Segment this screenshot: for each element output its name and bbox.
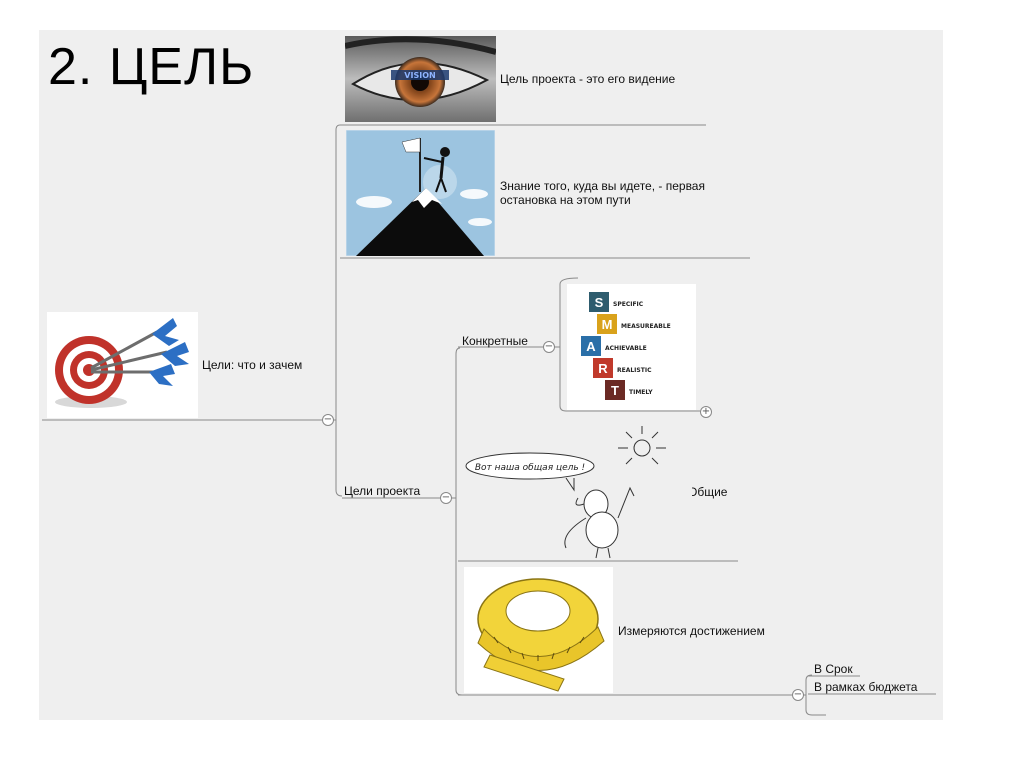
eye-image: VISION [345, 36, 496, 122]
smart-word: SPECIFIC [613, 301, 644, 308]
knowledge-label-line1[interactable]: Знание того, куда вы идете, - первая [500, 179, 705, 193]
main-trunk [335, 124, 343, 497]
smart-block-m: M MEASUREABLE [597, 314, 671, 334]
tape-measure-image [464, 567, 613, 693]
speech-bubble-text: Вот наша общая цель ! [475, 463, 585, 473]
on-time-label[interactable]: В Срок [814, 662, 853, 676]
smart-word: REALISTIC [617, 367, 652, 374]
vision-label[interactable]: Цель проекта - это его видение [500, 72, 676, 86]
smart-word: TIMELY [629, 389, 653, 396]
smart-block-r: R REALISTIC [593, 358, 652, 378]
target-darts-image [47, 312, 198, 418]
smart-word: ACHIEVABLE [605, 345, 647, 352]
mountain-climber-image [346, 130, 495, 256]
smart-letter: R [598, 361, 608, 376]
smart-letter: A [586, 339, 596, 354]
specific-label[interactable]: Конкретные [462, 334, 528, 348]
smart-block-a: A ACHIEVABLE [581, 336, 647, 356]
eye-vision-text: VISION [404, 71, 435, 80]
root-collapse-toggle[interactable]: − [322, 414, 334, 426]
root-label[interactable]: Цели: что и зачем [202, 358, 303, 372]
cartoon-bird-image: Вот наша общая цель ! [462, 418, 692, 560]
measured-collapse-toggle[interactable]: − [792, 689, 804, 701]
smart-expand-toggle[interactable]: + [700, 406, 712, 418]
smart-letter: M [602, 317, 613, 332]
smart-bracket [559, 277, 700, 412]
smart-letter: S [595, 295, 604, 310]
measured-label[interactable]: Измеряются достижением [618, 624, 765, 638]
smart-letter: T [611, 383, 619, 398]
smart-image: S SPECIFIC M MEASUREABLE A ACHIEVABLE R REALIST… [567, 284, 696, 410]
project-goals-collapse-toggle[interactable]: − [440, 492, 452, 504]
general-label[interactable]: Общие [688, 485, 728, 499]
in-budget-label[interactable]: В рамках бюджета [814, 680, 918, 694]
knowledge-label-line2[interactable]: остановка на этом пути [500, 193, 631, 207]
smart-word: MEASUREABLE [621, 323, 671, 330]
smart-block-s: S SPECIFIC [589, 292, 644, 312]
secondary-trunk [455, 347, 463, 696]
project-goals-label[interactable]: Цели проекта [344, 484, 421, 498]
slide-title: 2. ЦЕЛЬ [48, 38, 255, 96]
specific-collapse-toggle[interactable]: − [543, 341, 555, 353]
smart-block-t: T TIMELY [605, 380, 653, 400]
